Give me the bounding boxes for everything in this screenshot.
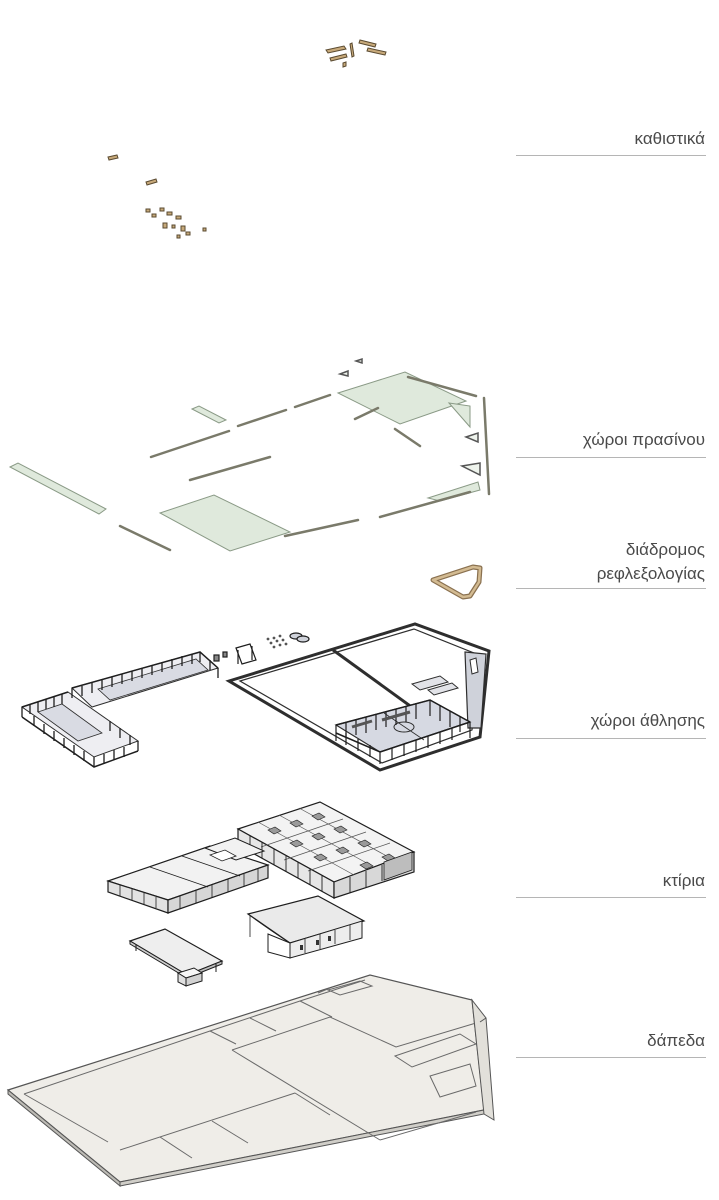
building-main (236, 801, 416, 900)
green-triangle-2 (459, 462, 481, 477)
floors-layer (6, 974, 495, 1188)
label-floors: δάπεδα (647, 1031, 705, 1050)
rule-green-spaces (516, 457, 706, 458)
rule-sports-areas (516, 738, 706, 739)
green-area-east-wedge (426, 481, 481, 502)
seating-layer (107, 39, 387, 239)
seating-cluster-west (107, 154, 207, 239)
green-area-south (158, 494, 292, 552)
green-triangle-1 (463, 431, 479, 444)
building-west (106, 837, 270, 914)
green-spaces-layer (8, 357, 491, 552)
rule-seating (516, 155, 706, 156)
rule-buildings (516, 897, 706, 898)
sports-field-east (225, 622, 491, 772)
buildings-layer (106, 801, 416, 987)
sports-courts-west (20, 651, 219, 768)
label-green-spaces: χώροι πρασίνου (582, 430, 705, 449)
label-buildings: κτίρια (662, 871, 705, 890)
building-canopy (128, 928, 224, 987)
green-triangle-4 (353, 357, 363, 365)
gym-equipment (213, 632, 310, 665)
reflexology-path-layer (430, 564, 483, 600)
label-seating: καθιστικά (634, 129, 705, 148)
seating-cluster-top (325, 39, 387, 68)
label-sports-areas: χώροι άθλησης (590, 711, 705, 730)
green-area-west-strip (8, 462, 107, 515)
sports-areas-layer (20, 622, 491, 772)
rule-reflexology (516, 588, 706, 589)
green-area-east-small (447, 402, 471, 429)
green-triangle-3 (337, 369, 349, 377)
rule-floors (516, 1057, 706, 1058)
building-pavilion (246, 895, 366, 959)
label-reflexology-line-2: ρεφλεξολογίας (596, 564, 705, 583)
label-reflexology-line-1: διάδρομος (625, 540, 705, 559)
green-area-strip-north (190, 405, 228, 424)
green-area-north-east (336, 371, 468, 425)
green-edges (118, 375, 491, 552)
